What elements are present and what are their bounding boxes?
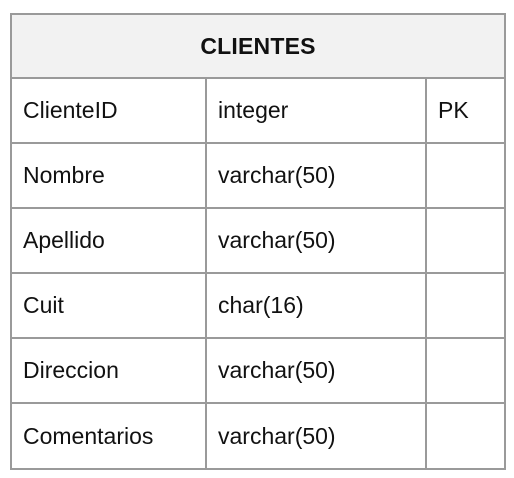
field-row-cuit: Cuit char(16): [12, 274, 504, 339]
field-type: char(16): [207, 274, 427, 337]
field-type: varchar(50): [207, 144, 427, 207]
field-row-clienteid: ClienteID integer PK: [12, 79, 504, 144]
field-name: Comentarios: [12, 404, 207, 469]
field-row-apellido: Apellido varchar(50): [12, 209, 504, 274]
field-name: ClienteID: [12, 79, 207, 142]
field-type: integer: [207, 79, 427, 142]
entity-title: CLIENTES: [12, 15, 504, 79]
field-type: varchar(50): [207, 209, 427, 272]
field-key: [427, 144, 504, 207]
field-row-direccion: Direccion varchar(50): [12, 339, 504, 404]
field-key: [427, 274, 504, 337]
entity-table-clientes: CLIENTES ClienteID integer PK Nombre var…: [10, 13, 506, 470]
field-key: [427, 339, 504, 402]
field-row-nombre: Nombre varchar(50): [12, 144, 504, 209]
field-type: varchar(50): [207, 404, 427, 469]
field-name: Direccion: [12, 339, 207, 402]
field-row-comentarios: Comentarios varchar(50): [12, 404, 504, 469]
field-key: [427, 209, 504, 272]
field-type: varchar(50): [207, 339, 427, 402]
field-key: [427, 404, 504, 469]
field-name: Cuit: [12, 274, 207, 337]
field-key: PK: [438, 97, 469, 123]
field-name: Nombre: [12, 144, 207, 207]
field-name: Apellido: [12, 209, 207, 272]
